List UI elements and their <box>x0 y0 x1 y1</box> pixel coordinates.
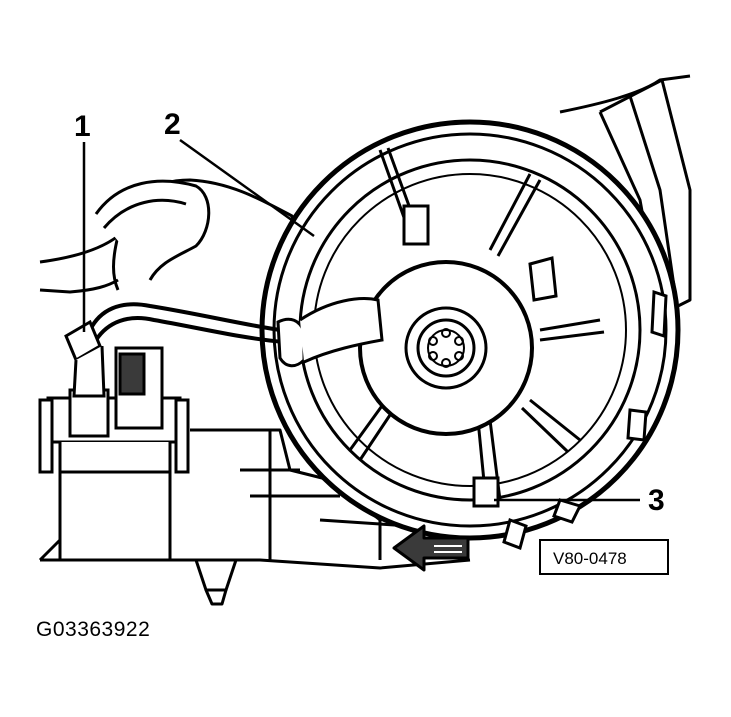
rim-clips <box>502 289 668 550</box>
callout-1: 1 <box>74 110 91 143</box>
callout-2: 2 <box>164 108 181 141</box>
arrow-left-icon <box>392 524 470 572</box>
hub-bolt-ring <box>428 328 464 368</box>
reference-code-box: V80-0478 <box>539 539 669 575</box>
reference-code: V80-0478 <box>553 549 627 568</box>
wire-harness <box>88 302 286 344</box>
wire-sleeve <box>299 297 384 364</box>
release-tab <box>472 476 500 508</box>
callout-3: 3 <box>648 484 665 517</box>
leader-lines <box>82 138 640 502</box>
figure-id: G03363922 <box>36 618 151 641</box>
electrical-connector <box>38 319 190 562</box>
wire-grommet <box>276 317 306 368</box>
